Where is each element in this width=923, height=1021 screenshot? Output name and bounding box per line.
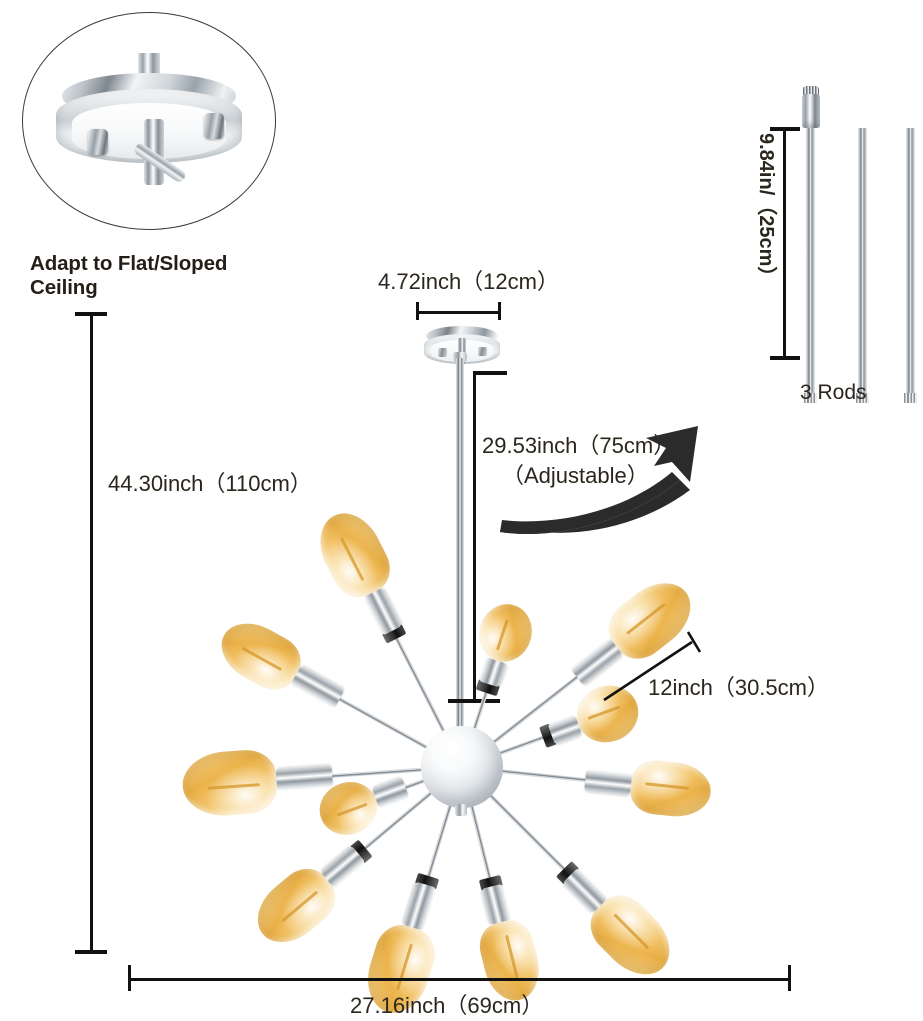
drop-length-line: [473, 372, 476, 702]
light-bulb: [308, 502, 399, 606]
rod-1: [801, 86, 820, 403]
rod-dimension-line: [783, 128, 786, 360]
adjustable-curved-arrow: [500, 426, 698, 534]
total-height-line: [90, 313, 93, 953]
bulb-glass: [628, 757, 714, 820]
total-width-tick-left: [128, 965, 131, 991]
inset-circle-frame: [22, 12, 276, 230]
canopy-width-tick-left: [416, 302, 419, 320]
bulb-socket: [275, 765, 334, 791]
total-height-tick-bottom: [75, 950, 107, 954]
canopy-screw-a: [438, 348, 447, 357]
drop-length-tick-top: [473, 371, 507, 375]
rod-dimension-tick-bottom: [770, 356, 800, 360]
rod-2: [856, 128, 869, 403]
rod-2-foot: [856, 393, 869, 403]
droprod-top-cap: [453, 352, 467, 362]
rod-dimension-tick-top: [770, 127, 800, 131]
canopy-width-line: [416, 311, 500, 314]
drop-length-tick-bottom: [448, 699, 500, 703]
arm-length-label: 12inch（30.5cm）: [648, 675, 829, 700]
drop-adjustable-note: （Adjustable）: [502, 463, 649, 488]
rod-1-tip: [801, 86, 820, 132]
canopy-screw-b: [478, 347, 487, 356]
drop-length-label: 29.53inch（75cm）: [482, 433, 676, 458]
total-width-tick-right: [788, 965, 791, 991]
canopy-closeup-image: [56, 53, 242, 186]
total-height-label: 44.30inch（110cm）: [108, 471, 312, 496]
sputnik-hub: [421, 726, 503, 808]
canopy-width-tick-right: [498, 302, 501, 320]
bulb-socket: [481, 883, 512, 925]
light-bulb: [180, 748, 279, 819]
bulb-glass: [308, 502, 399, 606]
rod-1-foot: [804, 393, 817, 403]
bulb-socket: [402, 881, 437, 931]
arm-length-indicator: [603, 631, 702, 702]
main-drop-rod: [456, 358, 464, 734]
bulb-socket: [584, 769, 633, 796]
light-bulb: [471, 597, 540, 669]
hub-bottom-nipple: [455, 804, 467, 816]
rod-3-foot: [904, 393, 917, 403]
inset-caption: Adapt to Flat/Sloped Ceiling: [30, 252, 228, 299]
light-bulb: [628, 757, 714, 820]
canopy-width-label: 4.72inch（12cm）: [378, 269, 559, 294]
bulb-glass: [180, 748, 279, 819]
canopy-center-nipple: [458, 338, 466, 364]
canopy-screw-left: [88, 129, 108, 156]
bulb-socket: [290, 665, 345, 709]
canopy-inset: Adapt to Flat/Sloped Ceiling: [22, 12, 280, 299]
spare-rods-group: [760, 80, 917, 403]
total-height-tick-top: [75, 312, 107, 316]
bulb-glass: [471, 597, 540, 669]
total-width-label: 27.16inch（69cm）: [350, 993, 544, 1018]
rod-1-ferrule: [801, 94, 820, 128]
rod-3: [904, 128, 917, 403]
total-width-line: [128, 978, 790, 981]
rods-caption: 3 Rods: [800, 381, 867, 404]
bulb-socket: [363, 587, 403, 636]
canopy-screw-right: [204, 113, 224, 140]
